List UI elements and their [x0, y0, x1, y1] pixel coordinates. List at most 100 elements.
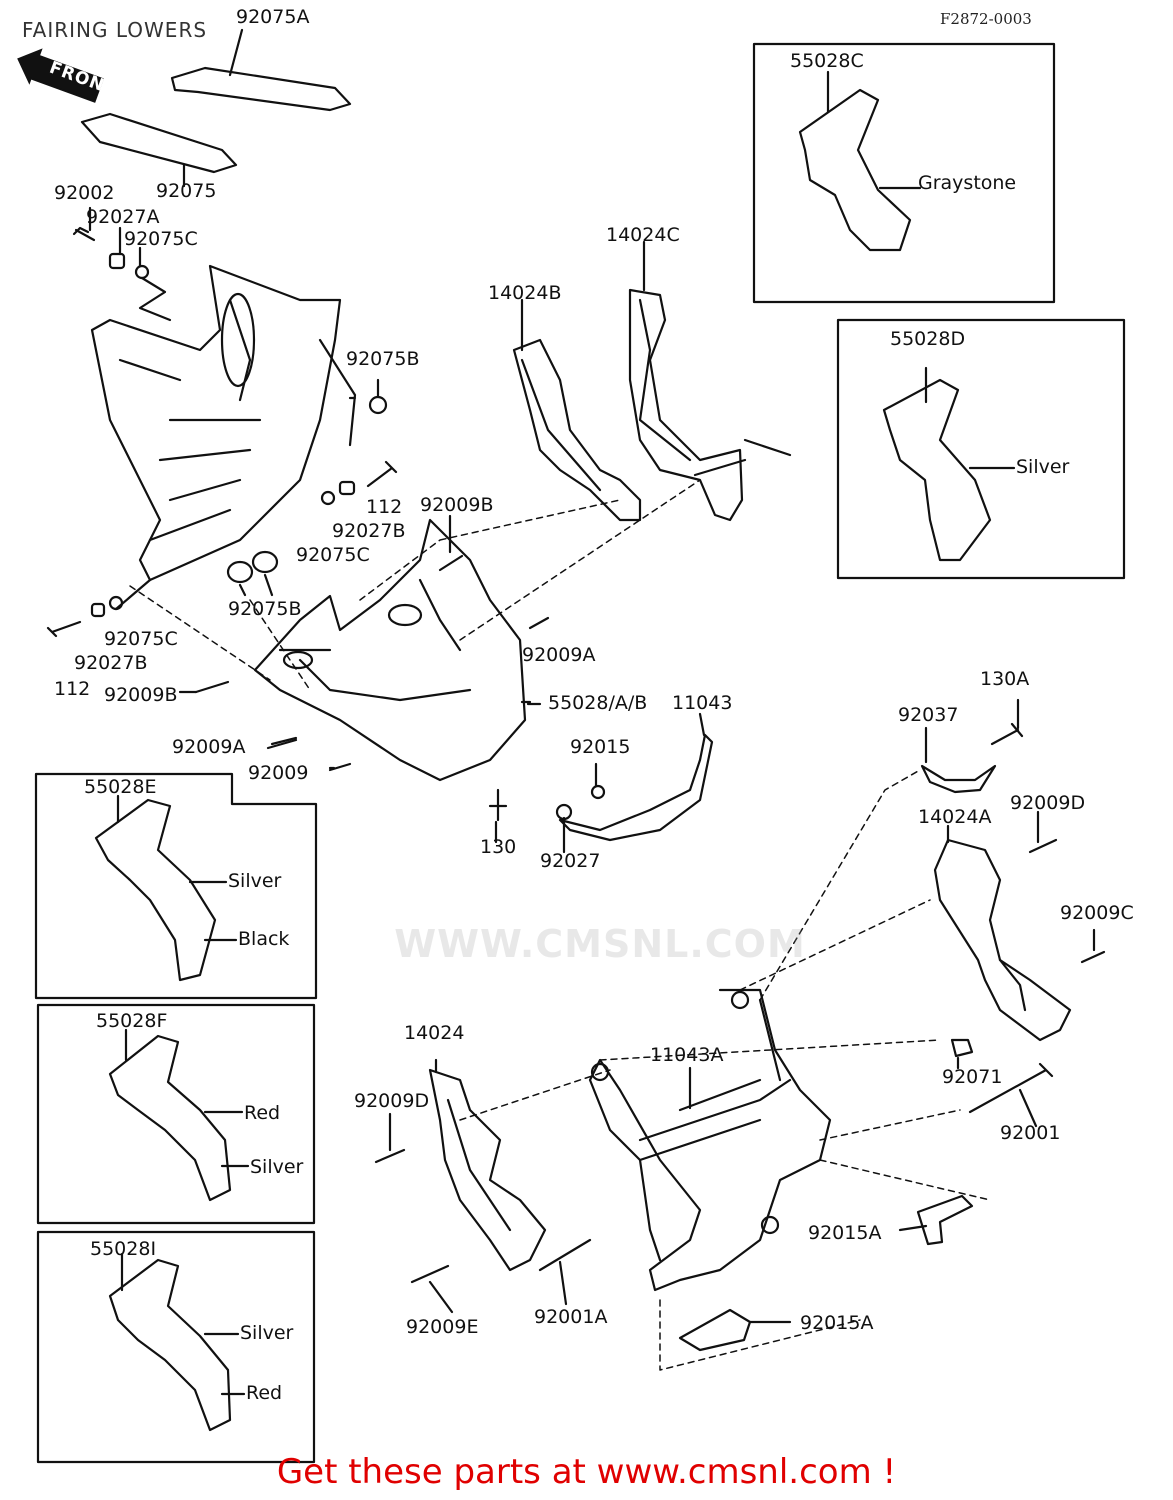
watermark: WWW.CMSNL.COM	[394, 922, 806, 966]
subframe-11043A	[588, 988, 832, 1292]
front-direction-tag	[17, 48, 105, 103]
bolt-92009C	[1080, 950, 1106, 964]
label-92075C-mid: 92075C	[296, 544, 370, 566]
nut-92075C-mid	[320, 490, 336, 506]
bracket-92075A	[170, 66, 352, 112]
bolt-92009E	[410, 1264, 450, 1284]
label-92075: 92075	[156, 180, 217, 202]
label-11043: 11043	[672, 692, 733, 714]
label-92027A: 92027A	[86, 206, 160, 228]
bolt-130	[488, 788, 508, 822]
bolt-130A	[990, 722, 1024, 746]
label-92027: 92027	[540, 850, 601, 872]
label-14024C: 14024C	[606, 224, 680, 246]
label-130A: 130A	[980, 668, 1030, 690]
label-92001: 92001	[1000, 1122, 1061, 1144]
variant-shape-55028I	[108, 1258, 232, 1432]
variant-55028F-part: 55028F	[96, 1010, 168, 1032]
label-92027B-mid: 92027B	[332, 520, 406, 542]
variant-55028I-color-2: Red	[246, 1382, 283, 1404]
lower-fairing-55028	[253, 518, 527, 782]
grommet-92075B-b	[251, 550, 279, 574]
screw-112-low	[46, 620, 82, 638]
screw-112-mid	[366, 460, 398, 488]
diagram-title: FAIRING LOWERS	[22, 18, 208, 42]
bolt-92009D-left	[374, 1148, 406, 1164]
label-14024B: 14024B	[488, 282, 562, 304]
variant-55028C-part: 55028C	[790, 50, 864, 72]
bolt-92001A	[538, 1238, 592, 1272]
label-92075C-top: 92075C	[124, 228, 198, 250]
bolt-92009D-right	[1028, 838, 1058, 854]
variant-55028C-color-1: Graystone	[918, 172, 1017, 194]
nut-92075C-top	[134, 264, 150, 280]
label-92001A: 92001A	[534, 1306, 608, 1328]
clamp-92037	[920, 764, 997, 794]
variant-box-55028E	[34, 772, 318, 1000]
collar-92027A	[108, 252, 126, 270]
variant-55028D-part: 55028D	[890, 328, 966, 350]
label-92015: 92015	[570, 736, 631, 758]
bolt-92009B-low	[194, 680, 230, 694]
label-92027B-low: 92027B	[74, 652, 148, 674]
variant-box-55028C	[752, 42, 1056, 304]
label-92009D-left: 92009D	[354, 1090, 430, 1112]
variant-shape-55028F	[108, 1034, 232, 1202]
variant-shape-55028C	[798, 88, 912, 252]
label-92009C: 92009C	[1060, 902, 1134, 924]
grommet-92075B-a	[226, 560, 254, 584]
footer-cta[interactable]: Get these parts at www.cmsnl.com !	[276, 1452, 897, 1492]
label-92015A-low: 92015A	[800, 1312, 874, 1334]
variant-55028F-color-1: Red	[244, 1102, 281, 1124]
variant-55028D-color-1: Silver	[1016, 456, 1070, 478]
variant-55028E-color-2: Black	[238, 928, 290, 950]
label-92009B-low: 92009B	[104, 684, 178, 706]
variant-55028I-color-1: Silver	[240, 1322, 294, 1344]
label-92009A-mid: 92009A	[522, 644, 596, 666]
variant-box-55028F	[36, 1003, 316, 1225]
label-92009E: 92009E	[406, 1316, 479, 1338]
label-92009: 92009	[248, 762, 309, 784]
variant-box-55028D	[836, 318, 1126, 580]
bracket-92015A-low	[678, 1308, 752, 1352]
label-92037: 92037	[898, 704, 959, 726]
label-92009D-right: 92009D	[1010, 792, 1086, 814]
bracket-92075	[80, 112, 238, 174]
bolt-92009A-low	[270, 736, 298, 746]
nut-92071	[950, 1038, 974, 1058]
left-fairing-panel	[90, 264, 342, 582]
bracket-14024A	[933, 838, 1072, 1042]
label-92009A-low: 92009A	[172, 736, 246, 758]
label-92075B-top: 92075B	[346, 348, 420, 370]
label-14024A: 14024A	[918, 806, 992, 828]
strap-11043	[558, 733, 714, 842]
label-92009B-top: 92009B	[420, 494, 494, 516]
label-55028-A-B: 55028/A/B	[548, 692, 648, 714]
variant-shape-55028E	[94, 798, 217, 982]
grommet-92075B-top	[368, 395, 388, 415]
bracket-92015A-mid	[916, 1194, 974, 1246]
label-92075A: 92075A	[236, 6, 310, 28]
bolt-92009B-top	[438, 554, 464, 572]
variant-55028F-color-2: Silver	[250, 1156, 304, 1178]
label-112-mid: 112	[366, 496, 403, 518]
label-92075C-low: 92075C	[104, 628, 178, 650]
variant-box-55028I	[36, 1230, 316, 1464]
diagram-code: F2872-0003	[940, 10, 1032, 28]
bracket-14024B	[512, 338, 642, 522]
screw-92002	[72, 226, 96, 242]
label-130: 130	[480, 836, 517, 858]
label-112-low: 112	[54, 678, 91, 700]
label-92015A-mid: 92015A	[808, 1222, 882, 1244]
collar-92027B-low	[90, 602, 106, 618]
nut-92075C-low	[108, 595, 124, 611]
bolt-92009A-mid	[528, 616, 550, 630]
variant-55028I-part: 55028I	[90, 1238, 157, 1260]
bracket-14024C	[628, 288, 744, 522]
label-14024: 14024	[404, 1022, 465, 1044]
bolt-92001	[968, 1062, 1054, 1114]
label-11043A: 11043A	[650, 1044, 724, 1066]
label-92071: 92071	[942, 1066, 1003, 1088]
